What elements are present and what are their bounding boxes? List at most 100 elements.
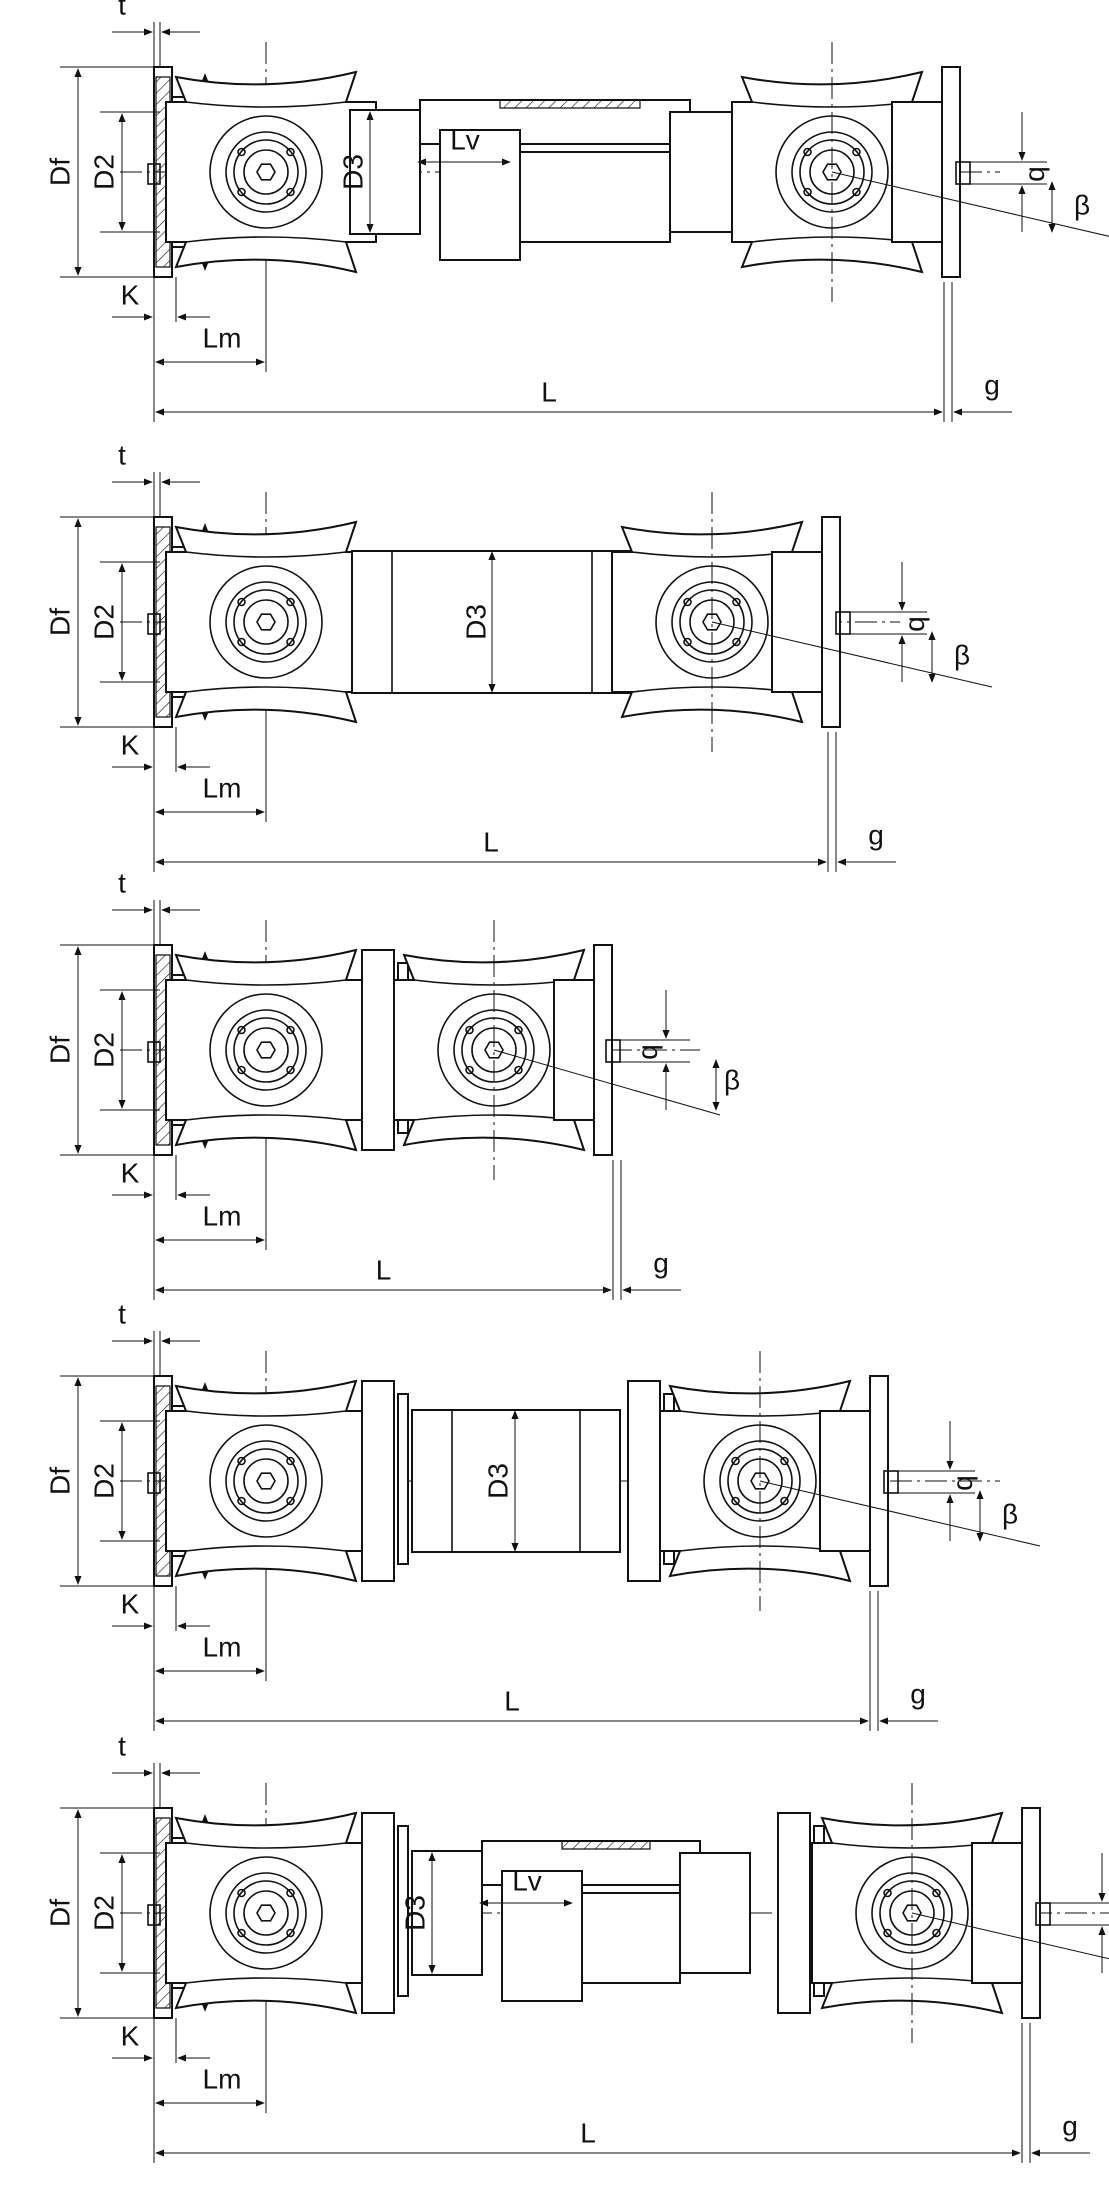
- label-K: K: [121, 729, 140, 760]
- yoke-left: [165, 1811, 377, 2015]
- bolt: [883, 1888, 892, 1898]
- label-t: t: [118, 0, 126, 20]
- bearing-outer: [209, 115, 323, 229]
- bearing-mid: [225, 1009, 307, 1091]
- right-hub: [971, 1842, 1023, 1984]
- bolt: [731, 1456, 740, 1466]
- bearing-cap: [243, 1027, 289, 1073]
- yoke-body: [393, 948, 605, 1152]
- label-D2: D2: [88, 1032, 119, 1068]
- spline-tube: [519, 151, 671, 243]
- label-L: L: [580, 2117, 596, 2148]
- yoke-edge-bottom: [185, 236, 347, 243]
- bearing-outer: [209, 565, 323, 679]
- bearing-mid: [225, 581, 307, 663]
- right-key: [955, 161, 971, 185]
- bolt: [883, 1928, 892, 1938]
- bearing-mid: [225, 1440, 307, 1522]
- label-b: b: [1104, 1907, 1109, 1923]
- spline-end: [679, 1852, 751, 1974]
- bolt: [286, 1456, 295, 1466]
- label-beta: β: [1074, 189, 1090, 220]
- bearing-inner: [233, 1880, 299, 1946]
- spline-shaft: [439, 129, 521, 261]
- right-flange: [821, 516, 841, 728]
- yoke-body: [611, 520, 823, 724]
- yoke-edge-bottom: [185, 1977, 347, 1984]
- right-key: [1035, 1902, 1051, 1926]
- bearing-inner: [233, 589, 299, 655]
- spline-hatch: [561, 1840, 651, 1850]
- yoke-left: [165, 520, 377, 724]
- label-beta: β: [954, 639, 970, 670]
- label-Lm: Lm: [203, 1200, 242, 1231]
- label-D3: D3: [399, 1895, 430, 1931]
- bolt: [803, 187, 812, 197]
- spline-tube: [581, 1892, 681, 1984]
- label-Lv: Lv: [450, 124, 480, 155]
- bolt: [286, 1065, 295, 1075]
- mid-flange-right-a: [627, 1380, 661, 1582]
- right-hub: [819, 1410, 871, 1552]
- right-hub: [771, 551, 823, 693]
- bearing-inner: [233, 1448, 299, 1514]
- telescopic-section: D3 Lv: [337, 99, 741, 261]
- yoke-edge-bottom: [185, 686, 347, 693]
- label-Df: Df: [44, 158, 75, 186]
- bolt: [286, 147, 295, 157]
- right-key: [835, 611, 851, 635]
- label-Lm: Lm: [203, 322, 242, 353]
- bolt: [237, 637, 246, 647]
- label-K: K: [121, 2020, 140, 2051]
- bolt: [731, 1496, 740, 1506]
- yoke-edge-bottom: [185, 1545, 347, 1552]
- bearing-inner: [233, 139, 299, 205]
- label-Df: Df: [44, 1467, 75, 1495]
- yoke-right: [393, 948, 605, 1152]
- drawing-variant-5: DfD2DtKLmLgD3Lvb: [44, 1730, 1109, 2163]
- bolt: [237, 1065, 246, 1075]
- right-flange: [1021, 1807, 1041, 2019]
- bolt: [286, 1025, 295, 1035]
- bolt: [237, 1496, 246, 1506]
- yoke-right: [811, 1811, 1023, 2015]
- label-D3: D3: [482, 1463, 513, 1499]
- label-Df: Df: [44, 608, 75, 636]
- bearing-inner: [233, 1017, 299, 1083]
- label-L: L: [541, 376, 557, 407]
- beta-line: [711, 621, 993, 688]
- label-D2: D2: [88, 1463, 119, 1499]
- label-K: K: [121, 1157, 140, 1188]
- hex-nut: [256, 613, 276, 631]
- bolt: [780, 1456, 789, 1466]
- spline-hatch: [499, 99, 641, 109]
- mid-flange-right-a: [777, 1812, 811, 2014]
- hex-nut: [902, 1904, 922, 1922]
- bolt: [286, 187, 295, 197]
- label-D3: D3: [460, 604, 491, 640]
- bolt: [852, 187, 861, 197]
- bolt: [932, 1888, 941, 1898]
- hex-nut: [484, 1041, 504, 1059]
- label-Df: Df: [44, 1899, 75, 1927]
- bolt: [237, 1888, 246, 1898]
- label-D3: D3: [337, 154, 368, 190]
- spline-sleeve: [411, 1850, 483, 1976]
- hex-nut: [822, 163, 842, 181]
- label-K: K: [121, 1588, 140, 1619]
- drawing-variant-4: DfD2DtKLmLgD3bβ: [44, 1298, 1041, 1731]
- bearing-outer: [209, 993, 323, 1107]
- bearing-cap: [243, 599, 289, 645]
- bolt: [465, 1065, 474, 1075]
- bolt: [932, 1928, 941, 1938]
- label-Lm: Lm: [203, 772, 242, 803]
- yoke-body: [165, 948, 377, 1152]
- right-key: [605, 1039, 621, 1063]
- drawing-variant-1: DfD2DtKLmLgD3Lvbβ: [44, 0, 1109, 422]
- bolt: [286, 1928, 295, 1938]
- bearing-outer: [209, 1856, 323, 1970]
- bolt: [286, 637, 295, 647]
- yoke-edge-top: [185, 1842, 347, 1849]
- drawing-variant-2: DfD2DtKLmLgD3bβ: [44, 439, 993, 872]
